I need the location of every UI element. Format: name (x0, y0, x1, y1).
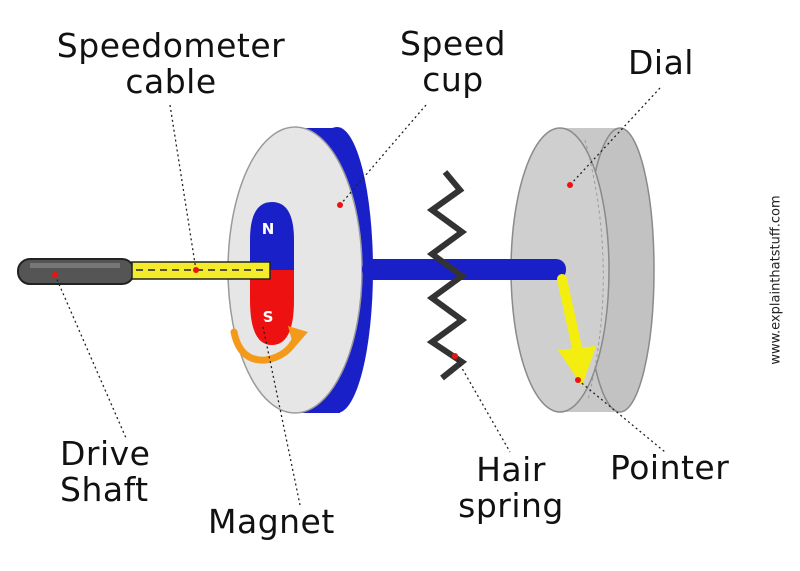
dot-dial (567, 182, 573, 188)
leader-dial (569, 87, 661, 186)
leader-pointer (577, 379, 666, 453)
label-speedometer-cable-line1: Speedometer (56, 26, 286, 65)
leader-lines (54, 87, 666, 506)
leader-hair-spring (454, 355, 511, 453)
rotation-arrow (230, 326, 308, 364)
dot-speed-cup (337, 202, 343, 208)
label-speed-cup-line2: cup (422, 60, 484, 99)
label-hair-spring: Hair spring (436, 452, 586, 524)
magnet-north-letter: N (262, 220, 275, 238)
label-magnet: Magnet (208, 502, 335, 541)
speedometer-cable (131, 261, 271, 280)
label-speed-cup-line1: Speed (400, 24, 506, 63)
magnet-north (250, 202, 294, 270)
magnet-south (250, 270, 294, 345)
pointer-shaft (362, 259, 566, 280)
dot-magnet (259, 319, 265, 325)
watermark-text: www.explainthatstuff.com (768, 195, 784, 365)
label-drive-shaft: Drive Shaft (60, 436, 150, 508)
label-dial: Dial (628, 43, 694, 82)
label-pointer: Pointer (610, 448, 730, 487)
label-speedometer-cable-line2: cable (125, 62, 217, 101)
dot-drive-shaft (52, 272, 58, 278)
dot-cable (193, 267, 199, 273)
label-hair-spring-line1: Hair (476, 450, 546, 489)
pointer-needle (557, 274, 583, 357)
watermark: www.explainthatstuff.com (768, 160, 784, 400)
leader-cable (169, 104, 197, 271)
magnet-south-letter: S (263, 308, 274, 326)
label-drive-shaft-line1: Drive (60, 434, 151, 473)
dial-hidden-edge (584, 139, 604, 401)
drive-shaft-highlight (30, 263, 120, 268)
magnet: N S (250, 202, 294, 345)
drive-shaft-body (17, 258, 135, 285)
hair-spring (426, 170, 468, 381)
marker-dots (52, 182, 581, 383)
label-drive-shaft-line2: Shaft (60, 470, 149, 509)
drive-shaft (17, 258, 135, 285)
label-hair-spring-line2: spring (458, 486, 564, 525)
label-speed-cup: Speed cup (372, 26, 534, 98)
pointer (557, 274, 596, 386)
pointer-tip (558, 346, 596, 386)
speed-cup (227, 126, 373, 414)
label-speedometer-cable: Speedometer cable (18, 28, 324, 100)
rotation-arrow-head (288, 326, 308, 348)
leader-drive-shaft (54, 274, 127, 439)
leader-magnet (261, 321, 301, 506)
leader-speed-cup (339, 104, 427, 206)
rotation-arrow-curve (230, 328, 300, 364)
dot-pointer (575, 377, 581, 383)
dot-hair-spring (452, 353, 458, 359)
